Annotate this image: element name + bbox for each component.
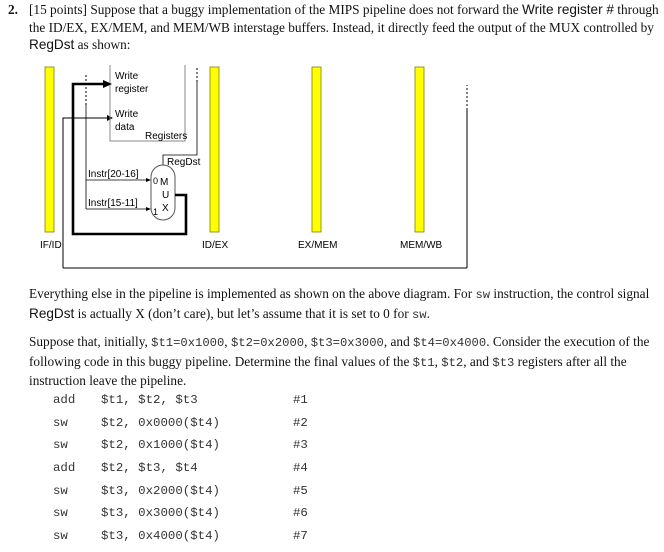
svg-text:EX/MEM: EX/MEM [298, 240, 337, 251]
svg-text:Write: Write [115, 71, 139, 82]
svg-text:Instr[20-16]: Instr[20-16] [88, 169, 139, 180]
buffer-id-ex [209, 66, 220, 233]
svg-text:X: X [162, 203, 169, 214]
svg-text:RegDst: RegDst [167, 157, 201, 168]
paragraph-regdst: Everything else in the pipeline is imple… [29, 286, 650, 322]
registers-block [109, 65, 186, 142]
code-line: sw$t2, 0x0000($t4)#2 [53, 415, 308, 430]
svg-text:0: 0 [153, 176, 158, 186]
buffer-ex-mem [311, 66, 322, 233]
code-line: sw$t3, 0x4000($t4)#7 [53, 529, 308, 544]
svg-text:ID/EX: ID/EX [202, 240, 228, 251]
code-line: add$t2, $t3, $t4#4 [53, 461, 308, 476]
code-line: add$t1, $t2, $t3#1 [53, 393, 308, 407]
svg-text:MEM/WB: MEM/WB [400, 240, 443, 251]
buffer-mem-wb [414, 66, 425, 233]
mux-output-feedback-wire [71, 82, 188, 236]
svg-text:M: M [160, 177, 168, 188]
buffer-if-id [44, 66, 55, 233]
regdst-term: RegDst [29, 37, 75, 52]
question-statement: 2. [15 points] Suppose that a buggy impl… [8, 1, 660, 54]
svg-text:Instr[15-11]: Instr[15-11] [88, 198, 138, 209]
code-line: sw$t3, 0x2000($t4)#5 [53, 483, 308, 498]
svg-text:data: data [115, 122, 135, 133]
svg-text:Registers: Registers [145, 131, 187, 142]
svg-text:1: 1 [153, 207, 158, 217]
write-data-wire [62, 117, 107, 268]
write-register-term: Write register # [522, 2, 614, 17]
code-listing: add$t1, $t2, $t3#1 sw$t2, 0x0000($t4)#2 … [53, 393, 313, 552]
question-number: 2. [8, 2, 18, 17]
mux [150, 164, 176, 221]
svg-text:IF/ID: IF/ID [40, 240, 62, 251]
code-line: sw$t3, 0x3000($t4)#6 [53, 506, 308, 521]
svg-text:U: U [162, 190, 169, 201]
question-text: [15 points] Suppose that a buggy impleme… [29, 2, 659, 52]
points: [15 points] [29, 2, 87, 17]
paragraph-initial-values: Suppose that, initially, $t1=0x1000, $t2… [29, 334, 650, 388]
pipeline-diagram: Write register Write data Registers Inst… [40, 65, 468, 269]
code-line: sw$t2, 0x1000($t4)#3 [53, 438, 308, 453]
svg-text:Write: Write [115, 109, 139, 120]
svg-text:register: register [115, 84, 149, 95]
